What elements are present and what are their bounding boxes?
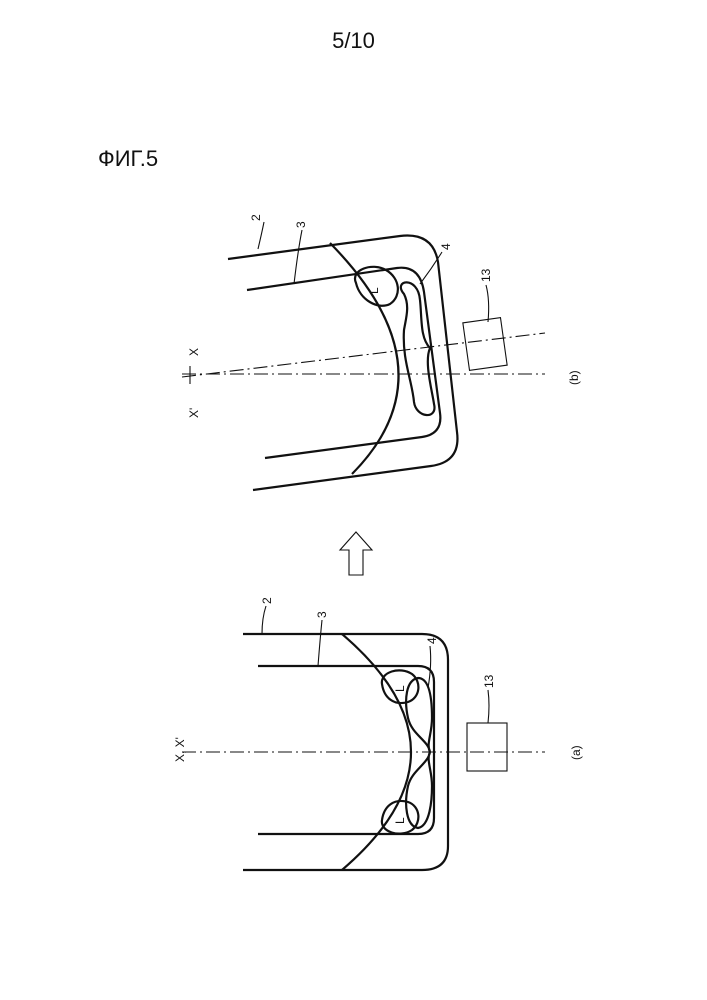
outer-outline-2-b — [228, 236, 457, 490]
transition-arrow — [340, 532, 372, 575]
leader-3-b — [294, 230, 302, 284]
leader-13-b — [486, 285, 489, 322]
sensor-box-13-b — [463, 318, 507, 371]
leader-2-b — [258, 222, 264, 249]
label-13-a: 13 — [482, 674, 496, 688]
leader-3-a — [318, 620, 322, 666]
leader-2-a — [262, 606, 266, 634]
leader-13-a — [488, 690, 489, 723]
label-axis-a: X, X' — [173, 737, 187, 762]
lens-l-blob-bottom-a — [382, 801, 419, 834]
dumbbell-4-b — [401, 282, 435, 415]
sensor-box-13-a — [467, 723, 507, 771]
diagram-b: 2 3 4 13 L X X' (b) — [182, 214, 581, 490]
axis-x-b — [182, 333, 545, 377]
label-lens-l-b: L — [367, 287, 381, 294]
label-4-a: 4 — [425, 637, 439, 644]
label-4-b: 4 — [439, 243, 453, 250]
label-lens-l-bottom-a: L — [393, 817, 407, 824]
label-3-a: 3 — [315, 611, 329, 618]
curved-interface-b — [330, 243, 399, 474]
label-3-b: 3 — [294, 221, 308, 228]
leader-4-a — [428, 646, 431, 688]
label-2-b: 2 — [249, 214, 263, 221]
label-lens-l-top-a: L — [393, 685, 407, 692]
inner-outline-3-b — [247, 268, 440, 458]
diagram-a: 2 3 4 13 L L X, X' (a) — [173, 597, 583, 870]
caption-a: (a) — [569, 745, 583, 760]
label-13-b: 13 — [479, 268, 493, 282]
label-axis-xprime-b: X' — [187, 408, 201, 418]
caption-b: (b) — [567, 370, 581, 385]
label-axis-x-b: X — [187, 348, 201, 356]
label-2-a: 2 — [260, 597, 274, 604]
